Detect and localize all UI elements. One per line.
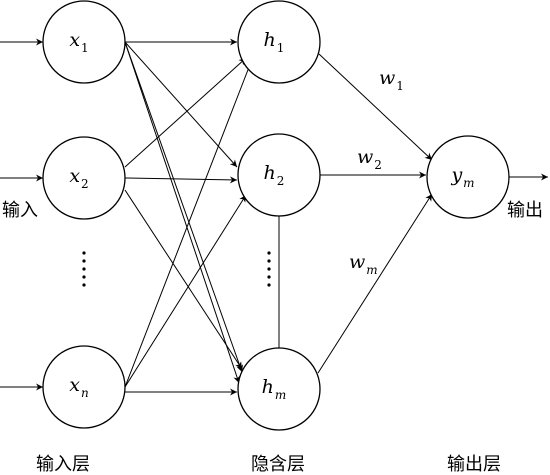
output-layer-label: 输出层 [447,454,501,475]
input-node-xn-label: xn [69,374,88,400]
hidden-node-h2-label: h2 [264,162,285,188]
input-node-x1-label: x1 [69,29,88,55]
input-hidden-edges [124,38,252,396]
input-node-xn: xn [42,345,126,429]
hidden-ellipsis [267,251,271,287]
edge-x1-h2 [124,41,238,168]
edge-x2-hm [124,189,243,370]
output-node-ym-label: ym [450,164,474,190]
hidden-output-edges [317,53,433,374]
weight-w2-label: w2 [357,146,382,172]
hidden-node-hm: hm [237,347,321,431]
input-node-x2: x2 [42,136,126,220]
external-inputs [0,38,43,391]
edge-hm-y [317,193,433,374]
hidden-node-h1: h1 [237,0,321,84]
input-node-x1: x1 [42,0,126,84]
hidden-layer-label: 隐含层 [251,454,305,475]
hidden-node-h2: h2 [237,133,321,217]
edge-x2-h1 [124,57,247,168]
input-side-label: 输入 [2,200,38,221]
edge-x1-hm-b [124,41,241,384]
weight-wm-label: wm [349,251,378,277]
edge-x2-h2 [124,176,238,184]
edge-xn-h1 [124,61,252,388]
output-side-label: 输出 [507,200,543,221]
edge-x1-hm-a [124,41,243,373]
weight-w1-label: w1 [379,67,404,93]
edge-xn-h2 [124,194,247,388]
input-ellipsis [82,251,86,287]
output-node-ym: ym [426,135,510,219]
input-layer-label: 输入层 [36,454,90,475]
input-node-x2-label: x2 [69,165,88,191]
edge-h1-y [318,53,433,161]
hidden-node-h1-label: h1 [264,29,285,55]
hidden-node-hm-label: hm [262,376,287,402]
